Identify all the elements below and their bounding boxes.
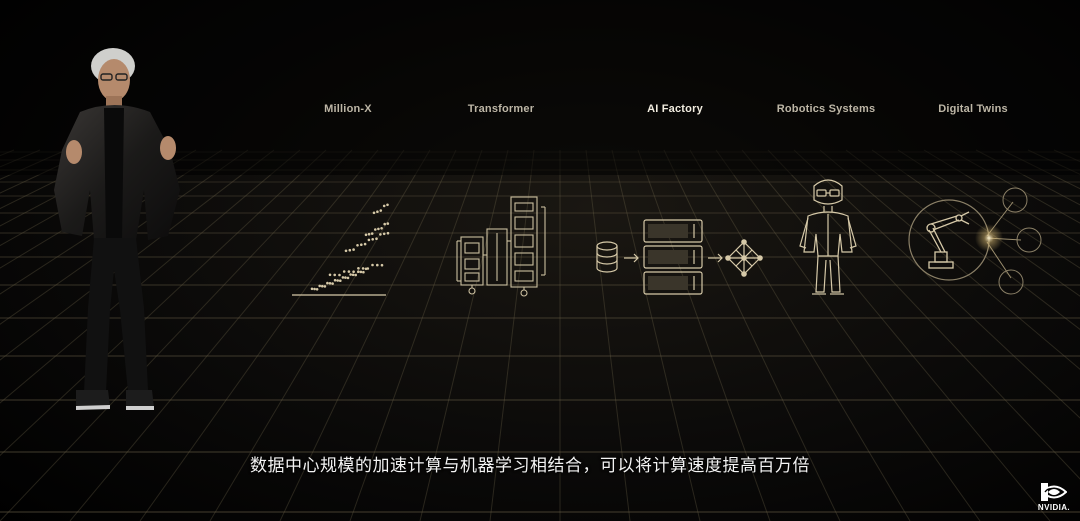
scatter-dot <box>386 231 390 235</box>
scatter-dot <box>383 222 386 226</box>
scatter-dot <box>321 284 324 288</box>
scatter-dot <box>386 203 389 207</box>
scatter-dot <box>374 228 377 231</box>
scatter-dot <box>363 242 367 246</box>
scatter-dot <box>315 288 319 291</box>
presenter-right-hand <box>160 136 176 160</box>
scatter-dot <box>371 238 374 241</box>
scatter-dot <box>341 276 345 279</box>
scatter-dot <box>348 248 352 252</box>
scatter-dot <box>344 276 347 279</box>
scatter-dot <box>349 273 352 276</box>
nvidia-eye-icon <box>1041 483 1067 501</box>
scatter-dot <box>361 267 365 270</box>
speedup-scatter-icon <box>290 180 390 300</box>
scatter-dot <box>352 248 355 251</box>
scatter-dot <box>359 270 363 274</box>
scatter-dot <box>366 267 370 270</box>
scatter-dot <box>333 273 336 277</box>
scatter-dot <box>328 282 332 285</box>
scatter-dot <box>376 263 379 267</box>
ai-factory-pipeline-icon <box>594 216 766 298</box>
scatter-dot <box>380 263 384 267</box>
scatter-dot <box>351 273 355 277</box>
presenter-left-shoe <box>76 390 110 408</box>
scatter-dot <box>346 276 350 280</box>
scatter-dot <box>333 278 337 282</box>
scatter-dot <box>364 233 368 237</box>
presenter-left-hand <box>66 140 82 164</box>
scatter-dot <box>313 287 316 291</box>
scatter-dot <box>371 263 374 267</box>
arrow-right-icon <box>624 253 639 263</box>
nvidia-logo: NVIDIA. <box>1032 481 1076 515</box>
scatter-dot <box>375 237 378 240</box>
neural-network-icon <box>725 239 763 277</box>
robot-arm-network-icon <box>905 186 1045 295</box>
scatter-dot <box>367 238 371 242</box>
presenter-right-shoe <box>126 390 154 408</box>
scatter-dot <box>336 279 339 282</box>
scatter-dot <box>347 270 351 273</box>
scatter-dot <box>328 273 332 277</box>
scatter-dot <box>372 211 376 215</box>
arrow-right-icon <box>708 253 723 263</box>
presenter-figure <box>54 48 180 410</box>
presenter-face <box>98 59 130 101</box>
scatter-dot <box>323 285 327 288</box>
scatter-dot <box>326 281 329 285</box>
panel-label-million-x: Million-X <box>324 103 372 115</box>
presenter-pants <box>84 238 148 392</box>
scatter-dot <box>382 232 386 236</box>
scatter-dot <box>382 204 386 208</box>
scatter-dot <box>380 227 383 230</box>
scatter-dot <box>386 222 390 225</box>
scatter-dot <box>360 243 363 246</box>
scatter-dot <box>357 270 360 273</box>
scatter-dot <box>338 273 341 277</box>
scatter-dot <box>376 210 379 213</box>
server-rack-icon <box>643 219 703 295</box>
scatter-dot <box>377 227 380 231</box>
database-icon <box>596 241 618 273</box>
scatter-dot <box>339 279 342 282</box>
scatter-dot <box>354 273 357 277</box>
scatter-dot <box>342 270 346 273</box>
robot-figure-icon <box>798 176 858 300</box>
scatter-dot <box>356 244 359 247</box>
scatter-dot <box>344 249 348 253</box>
scatter-dot <box>370 232 374 235</box>
transformer-architecture-icon <box>455 193 547 299</box>
scatter-dot <box>379 233 382 236</box>
scatter-dot <box>379 209 383 212</box>
panel-label-ai-factory: AI Factory <box>647 103 703 115</box>
scatter-dot <box>367 232 371 236</box>
scatter-dot <box>362 270 365 274</box>
subtitle-caption: 数据中心规模的加速计算与机器学习相结合，可以将计算速度提高百万倍 <box>250 456 810 476</box>
scatter-dot <box>352 270 355 273</box>
panel-label-digital-twins: Digital Twins <box>938 103 1008 115</box>
scatter-dot <box>318 284 321 288</box>
scatter-dot <box>331 282 334 285</box>
panel-label-robotics-systems: Robotics Systems <box>776 103 876 115</box>
panel-label-transformer: Transformer <box>467 103 535 115</box>
scatter-dot <box>357 267 360 270</box>
nvidia-logo-text: NVIDIA. <box>1037 503 1071 512</box>
scatter-dot <box>310 287 314 291</box>
